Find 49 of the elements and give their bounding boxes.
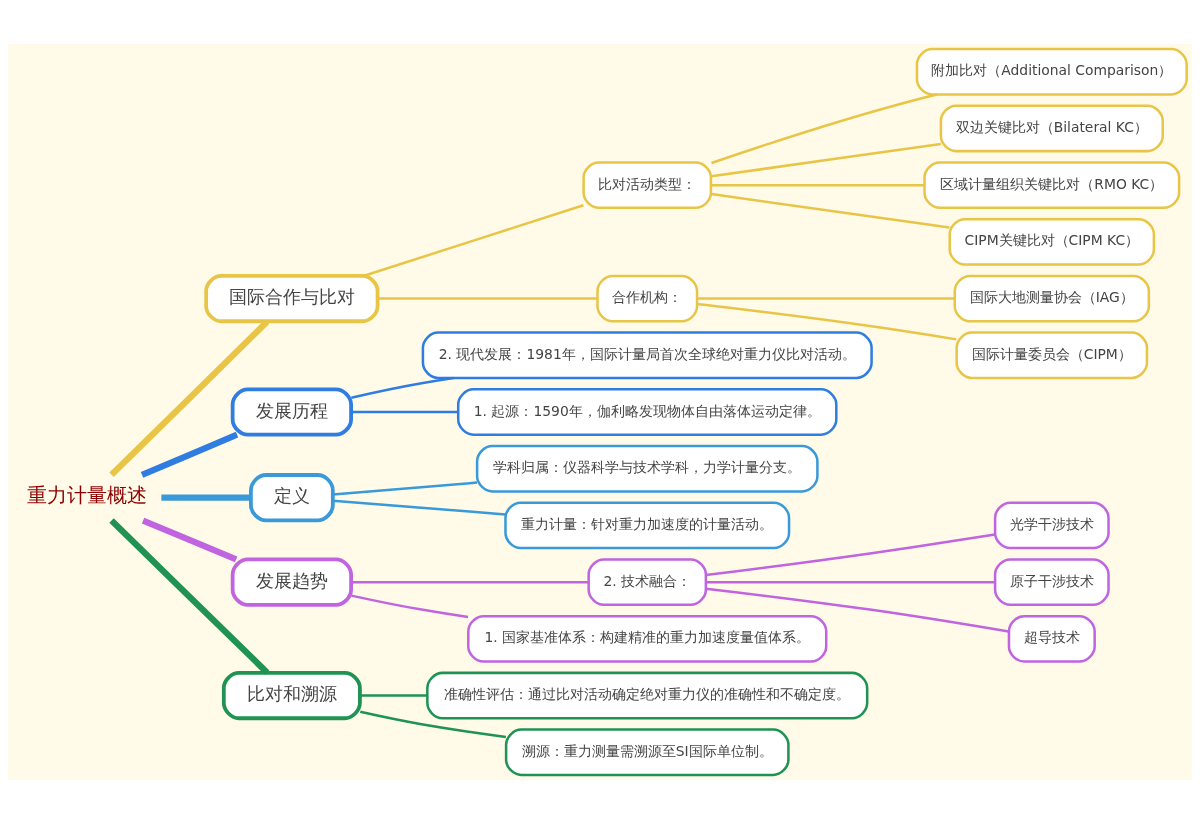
- node-text: 重力计量概述: [27, 483, 148, 506]
- node-box: 附加比对（Additional Comparison）: [915, 47, 1188, 96]
- connector: [109, 319, 270, 477]
- connector: [161, 494, 251, 501]
- node-box: 合作机构：: [596, 274, 699, 322]
- node-box: 发展历程: [230, 386, 353, 437]
- node-box: 2. 技术融合：: [587, 557, 708, 606]
- node-box: 比对活动类型：: [582, 160, 713, 209]
- connector: [359, 710, 507, 738]
- node-box: 双边关键比对（Bilateral KC）: [939, 104, 1164, 152]
- node-box: 原子干涉技术: [993, 557, 1110, 606]
- connector: [332, 480, 478, 496]
- connector: [363, 203, 584, 277]
- node-box: 定义: [249, 472, 335, 522]
- connector: [141, 517, 238, 562]
- node-box: 2. 现代发展：1981年，国际计量局首次全球绝对重力仪比对活动。: [421, 330, 873, 379]
- connector: [351, 593, 469, 618]
- node-box: 国际合作与比对: [204, 273, 380, 323]
- connector: [706, 580, 995, 583]
- node-box: 溯源：重力测量需溯源至SI国际单位制。: [504, 727, 790, 776]
- connector: [109, 517, 270, 675]
- node-box: 超导技术: [1007, 614, 1096, 663]
- node-box: 发展趋势: [230, 557, 353, 607]
- node-box: 1. 起源：1590年，伽利略发现物体自由落体运动定律。: [456, 387, 838, 436]
- connector: [711, 183, 925, 186]
- connector: [711, 92, 938, 164]
- connector: [360, 693, 428, 697]
- connector: [697, 302, 957, 341]
- connector: [697, 296, 955, 300]
- node-box: 1. 国家基准体系：构建精准的重力加速度量值体系。: [467, 614, 828, 663]
- node-box: 比对和溯源: [221, 670, 362, 720]
- connector: [351, 580, 589, 583]
- connector: [140, 431, 239, 478]
- node-box: 重力计量：针对重力加速度的计量活动。: [504, 501, 791, 549]
- node-box: 光学干涉技术: [993, 501, 1110, 549]
- connector: [711, 192, 950, 229]
- node-box: 学科归属：仪器科学与技术学科，力学计量分支。: [475, 444, 819, 493]
- node-box: 准确性评估：通过比对活动确定绝对重力仪的准确性和不确定度。: [426, 671, 869, 719]
- node-box: 区域计量组织关键比对（RMO KC）: [923, 160, 1181, 209]
- connector: [705, 586, 1009, 633]
- connector: [351, 376, 454, 399]
- node-box: 国际大地测量协会（IAG）: [953, 274, 1151, 322]
- connector: [711, 142, 941, 178]
- node-box: CIPM关键比对（CIPM KC）: [948, 217, 1156, 266]
- connector: [332, 499, 506, 516]
- connector: [377, 296, 598, 300]
- connector: [705, 532, 996, 576]
- node-box: 国际计量委员会（CIPM）: [955, 330, 1149, 379]
- connector: [351, 410, 458, 413]
